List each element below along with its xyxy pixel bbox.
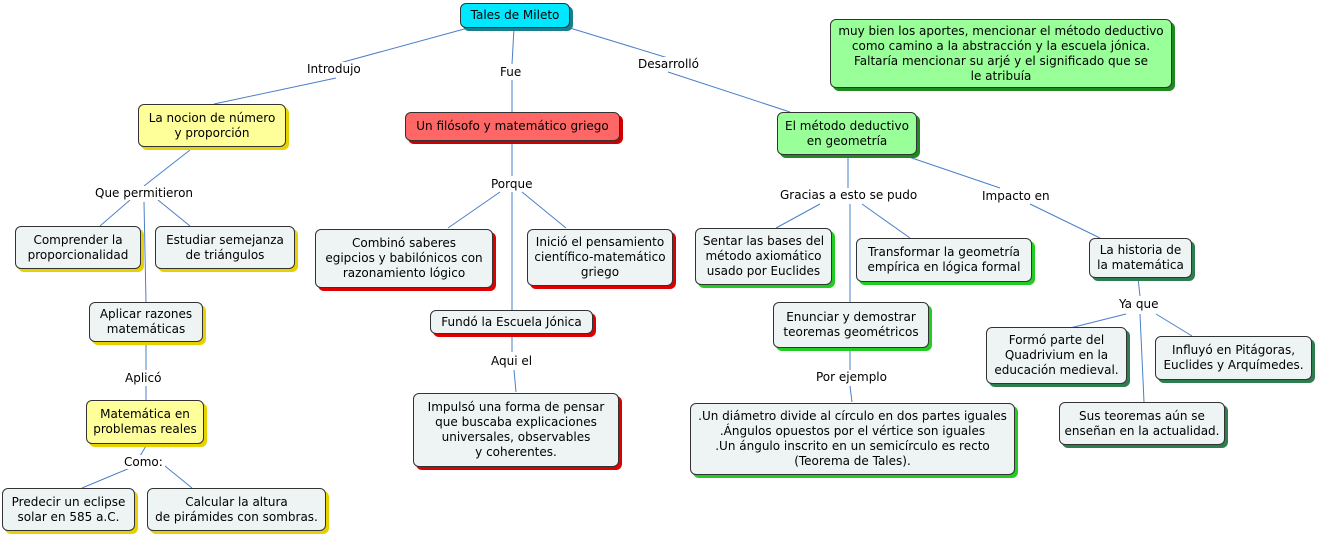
link-aplico: Aplicó (123, 371, 164, 385)
node-historia-matematica[interactable]: La historia de la matemática (1089, 238, 1192, 278)
link-desarrollo: Desarrolló (636, 57, 701, 71)
node-comprender-proporcionalidad[interactable]: Comprender la proporcionalidad (15, 226, 141, 269)
link-porque: Porque (489, 177, 535, 191)
link-impacto: Impacto en (980, 189, 1052, 203)
link-por-ejemplo: Por ejemplo (814, 370, 889, 384)
link-aqui-el: Aqui el (489, 354, 535, 368)
node-calcular-piramides[interactable]: Calcular la altura de pirámides con somb… (147, 488, 326, 531)
node-ejemplos-teoremas[interactable]: .Un diámetro divide al círculo en dos pa… (690, 403, 1015, 475)
link-introdujo: Introdujo (305, 62, 363, 76)
node-enunciar-teoremas[interactable]: Enunciar y demostrar teoremas geométrico… (773, 302, 929, 348)
node-inicio-pensamiento[interactable]: Inició el pensamiento científico-matemát… (527, 229, 673, 286)
node-teacher-comment[interactable]: muy bien los aportes, mencionar el métod… (830, 19, 1172, 88)
node-transformar-geometria[interactable]: Transformar la geometría empírica en lóg… (856, 238, 1032, 282)
link-fue: Fue (498, 65, 524, 79)
node-sentar-bases[interactable]: Sentar las bases del método axiomático u… (695, 228, 832, 285)
node-combino-saberes[interactable]: Combinó saberes egipcios y babilónicos c… (315, 229, 493, 288)
link-como: Como: (122, 455, 165, 469)
node-matematica-problemas-reales[interactable]: Matemática en problemas reales (86, 400, 204, 444)
node-impulso-pensar[interactable]: Impulsó una forma de pensar que buscaba … (413, 393, 619, 467)
link-gracias: Gracias a esto se pudo (778, 188, 920, 202)
link-ya-que: Ya que (1117, 297, 1161, 311)
node-predecir-eclipse[interactable]: Predecir un eclipse solar en 585 a.C. (2, 488, 135, 531)
node-influyo-pitagoras[interactable]: Influyó en Pitágoras, Euclides y Arquíme… (1155, 336, 1312, 380)
node-nocion-numero[interactable]: La nocion de número y proporción (138, 104, 286, 147)
node-filosofo-matematico[interactable]: Un filósofo y matemático griego (405, 112, 620, 141)
node-tales-de-mileto[interactable]: Tales de Mileto (460, 3, 570, 28)
node-estudiar-semejanza[interactable]: Estudiar semejanza de triángulos (155, 226, 295, 269)
node-metodo-deductivo[interactable]: El método deductivo en geometría (777, 112, 917, 155)
node-quadrivium[interactable]: Formó parte del Quadrivium en la educaci… (986, 327, 1127, 384)
link-que-permitieron: Que permitieron (93, 186, 196, 200)
node-aplicar-razones[interactable]: Aplicar razones matemáticas (89, 302, 203, 342)
node-escuela-jonica[interactable]: Fundó la Escuela Jónica (430, 310, 593, 334)
node-teoremas-actualidad[interactable]: Sus teoremas aún se enseñan en la actual… (1059, 402, 1225, 445)
